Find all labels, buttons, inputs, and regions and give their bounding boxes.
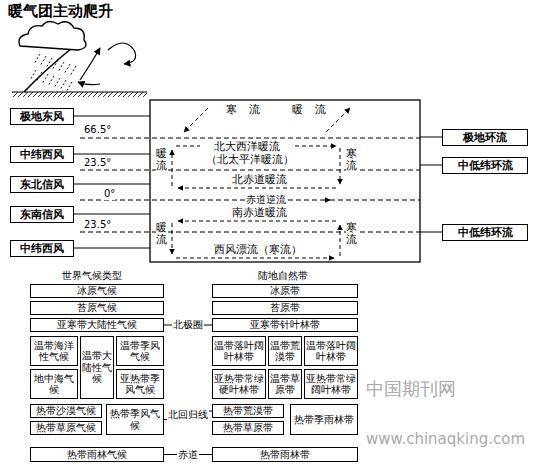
latitude-line-label: 北极圈	[172, 319, 204, 331]
latitude-line-label: 北回归线	[167, 409, 209, 421]
node-text: 温带荒漠带	[270, 340, 300, 363]
node-text: 亚热带季风气候	[118, 373, 162, 396]
column-header: 陆地自然带	[258, 270, 308, 281]
wind-belt-box: 东北信风	[10, 176, 74, 193]
node-text: 温带海洋性气候	[32, 340, 76, 363]
zone-box: 冰原带	[212, 284, 358, 298]
zone-box: 苔原带	[212, 301, 358, 315]
circulation-box: 中低纬环流	[442, 157, 528, 174]
node-text: 冰原气候	[77, 285, 117, 296]
latitude-label: 23.5°	[84, 157, 111, 169]
zone-box: 亚寒带针叶林带	[212, 318, 358, 332]
node-text: 热带草原气候	[36, 422, 96, 433]
node-text: 热带雨林气候	[67, 449, 127, 460]
current-label: （北太平洋暖流）	[206, 153, 294, 166]
node-text: 亚寒带大陆性气候	[57, 319, 137, 330]
diagram-title: 暖气团主动爬升	[8, 2, 113, 21]
wind-belt-box: 极地东风	[10, 108, 74, 125]
zone-box: 亚热带季风气候	[116, 369, 164, 399]
wind-belt-box: 东南信风	[10, 206, 74, 223]
current-label: 南赤道暖流	[232, 206, 287, 219]
zone-box: 温带落叶阔叶林带	[304, 336, 358, 366]
node-text: 东南信风	[20, 208, 64, 221]
node-text: 中纬西风	[20, 242, 64, 255]
watermark: 中国期刊网	[366, 378, 456, 400]
ocean-current-frame	[74, 100, 442, 262]
zone-box: 亚热带常绿硬叶林带	[212, 369, 266, 399]
node-text: 苔原气候	[77, 302, 117, 313]
wind-belt-box: 中纬西风	[10, 146, 74, 163]
node-text: 温带落叶阔叶林带	[214, 340, 264, 363]
node-text: 温带季风气候	[118, 340, 162, 363]
node-text: 中低纬环流	[458, 159, 513, 172]
latitude-label: 66.5°	[84, 124, 111, 136]
node-text: 温带大陆性气候	[82, 350, 112, 384]
current-label: 西风漂流（寒流）	[214, 243, 302, 256]
current-label: 寒流	[346, 148, 357, 172]
zone-box: 温带季风气候	[116, 336, 164, 366]
zone-box: 热带季雨林带	[290, 404, 358, 435]
zone-box: 温带海洋性气候	[30, 336, 78, 366]
node-text: 热带草原带	[223, 422, 273, 433]
node-text: 亚寒带针叶林带	[250, 319, 320, 330]
node-text: 中低纬环流	[458, 226, 513, 239]
zone-box: 热带草原气候	[30, 421, 102, 435]
zone-box: 热带季风气候	[106, 404, 164, 435]
node-text: 热带雨林带	[260, 449, 310, 460]
node-text: 温带落叶阔叶林带	[306, 340, 356, 363]
node-text: 热带沙漠气候	[36, 405, 96, 416]
node-text: 热带荒漠带	[223, 405, 273, 416]
zone-box: 热带雨林气候	[30, 447, 164, 462]
node-text: 温带草原带	[270, 373, 300, 396]
zone-box: 温带大陆性气候	[80, 336, 114, 399]
node-text: 极地环流	[463, 131, 507, 144]
current-label: 暖流	[156, 148, 167, 172]
current-label: 暖流	[292, 103, 338, 116]
node-text: 地中海气候	[32, 373, 76, 396]
node-text: 极地东风	[20, 110, 64, 123]
zone-box: 热带雨林带	[212, 447, 358, 462]
zone-box: 热带草原带	[212, 421, 284, 435]
node-text: 热带季风气候	[108, 408, 162, 431]
column-header: 世界气候类型	[62, 270, 122, 281]
node-text: 亚热带常绿阔叶林带	[306, 373, 356, 396]
current-label: 北赤道暖流	[232, 173, 287, 186]
node-text: 亚热带常绿硬叶林带	[214, 373, 264, 396]
zone-box: 亚热带常绿阔叶林带	[304, 369, 358, 399]
zone-box: 温带落叶阔叶林带	[212, 336, 266, 366]
current-label: 赤道逆流	[246, 194, 286, 206]
node-text: 中纬西风	[20, 148, 64, 161]
latitude-label: 23.5°	[84, 219, 111, 231]
latitude-line-label: 赤道	[177, 449, 199, 461]
current-label: 寒流	[226, 103, 272, 116]
zone-box: 苔原气候	[30, 301, 164, 315]
node-text: 东北信风	[20, 178, 64, 191]
zone-box: 冰原气候	[30, 284, 164, 298]
current-label: 寒流	[346, 222, 357, 246]
zone-box: 热带沙漠气候	[30, 404, 102, 418]
zone-box: 温带草原带	[268, 369, 302, 399]
zone-box: 亚寒带大陆性气候	[30, 318, 164, 332]
node-text: 苔原带	[270, 302, 300, 313]
circulation-box: 极地环流	[442, 129, 528, 146]
current-label: 北大西洋暖流	[214, 140, 280, 153]
front-illustration	[12, 21, 147, 97]
zone-box: 温带荒漠带	[268, 336, 302, 366]
current-label: 暖流	[156, 222, 167, 246]
node-text: 热带季雨林带	[294, 414, 354, 425]
watermark: www.chinaqking.com	[366, 430, 525, 448]
latitude-label: 0°	[104, 188, 115, 200]
zone-box: 地中海气候	[30, 369, 78, 399]
wind-belt-box: 中纬西风	[10, 240, 74, 257]
circulation-box: 中低纬环流	[442, 224, 528, 241]
zone-box: 热带荒漠带	[212, 404, 284, 418]
node-text: 冰原带	[270, 285, 300, 296]
